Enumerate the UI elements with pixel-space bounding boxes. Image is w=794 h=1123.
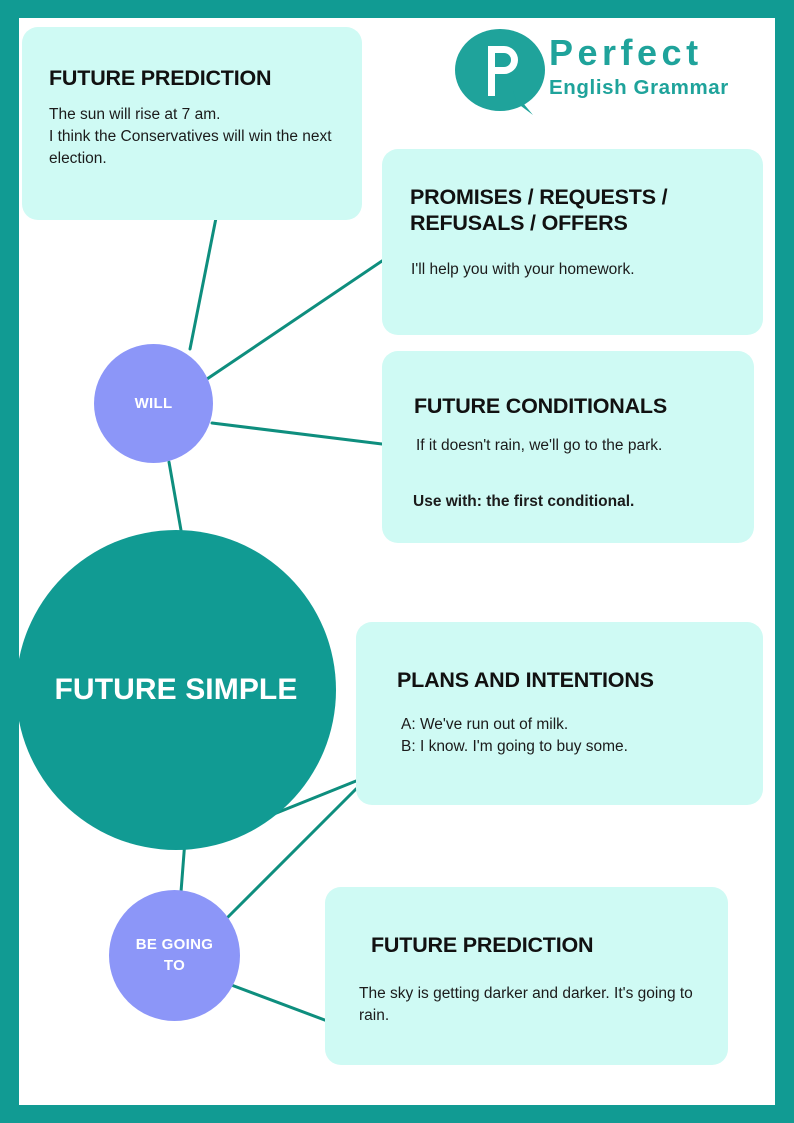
card-title: PROMISES / REQUESTS / REFUSALS / OFFERS [410,185,668,236]
card-title: PLANS AND INTENTIONS [397,668,654,692]
card-title: FUTURE PREDICTION [49,66,272,90]
brand-wordmark: Perfect English Grammar [549,35,765,121]
node-will: WILL [94,344,213,463]
card-future-prediction-be-going-to: FUTURE PREDICTION The sky is getting dar… [325,887,728,1065]
card-promises-requests-refusals-offers: PROMISES / REQUESTS / REFUSALS / OFFERS … [382,149,763,335]
node-label: BE GOING TO [136,935,213,976]
card-body-line: B: I know. I'm going to buy some. [401,738,628,755]
card-title: FUTURE PREDICTION [371,933,594,957]
connector-will-to-promises [205,259,384,381]
card-body: I'll help you with your homework. [411,261,635,278]
brand-name-perfect: Perfect [549,32,703,73]
card-body-line: A: We've run out of milk. [401,716,569,733]
card-body-line: I think the Conservatives will win the n… [49,128,332,167]
card-plans-and-intentions: PLANS AND INTENTIONS A: We've run out of… [356,622,763,805]
node-label-line2: TO [163,956,186,974]
card-body-usage-note: Use with: the first conditional. [413,493,635,510]
poster-canvas: Perfect English Grammar FUTURE PREDICTIO… [19,18,775,1105]
card-body: The sun will rise at 7 am. I think the C… [49,104,344,170]
card-body: A: We've run out of milk. B: I know. I'm… [401,714,751,758]
node-label-line1: BE GOING [135,936,214,954]
brand-logo: Perfect English Grammar [455,29,765,121]
card-body-line: The sun will rise at 7 am. [49,106,221,123]
connector-will-to-conditionals [210,421,384,446]
brand-name-english-grammar: English Grammar [549,76,729,99]
card-body-example: If it doesn't rain, we'll go to the park… [416,437,663,454]
card-body: The sky is getting darker and darker. It… [359,985,693,1024]
card-future-conditionals: FUTURE CONDITIONALS If it doesn't rain, … [382,351,754,543]
node-future-simple: FUTURE SIMPLE [19,530,336,850]
node-label: WILL [134,395,173,412]
node-label: FUTURE SIMPLE [54,673,298,706]
connector-be-going-to-to-future-prediction [224,981,340,1027]
connector-will-to-future-prediction [188,216,218,351]
card-title: FUTURE CONDITIONALS [414,394,667,418]
speech-bubble-p-icon [455,29,545,115]
card-future-prediction-will: FUTURE PREDICTION The sun will rise at 7… [22,27,362,220]
node-be-going-to: BE GOING TO [109,890,240,1021]
